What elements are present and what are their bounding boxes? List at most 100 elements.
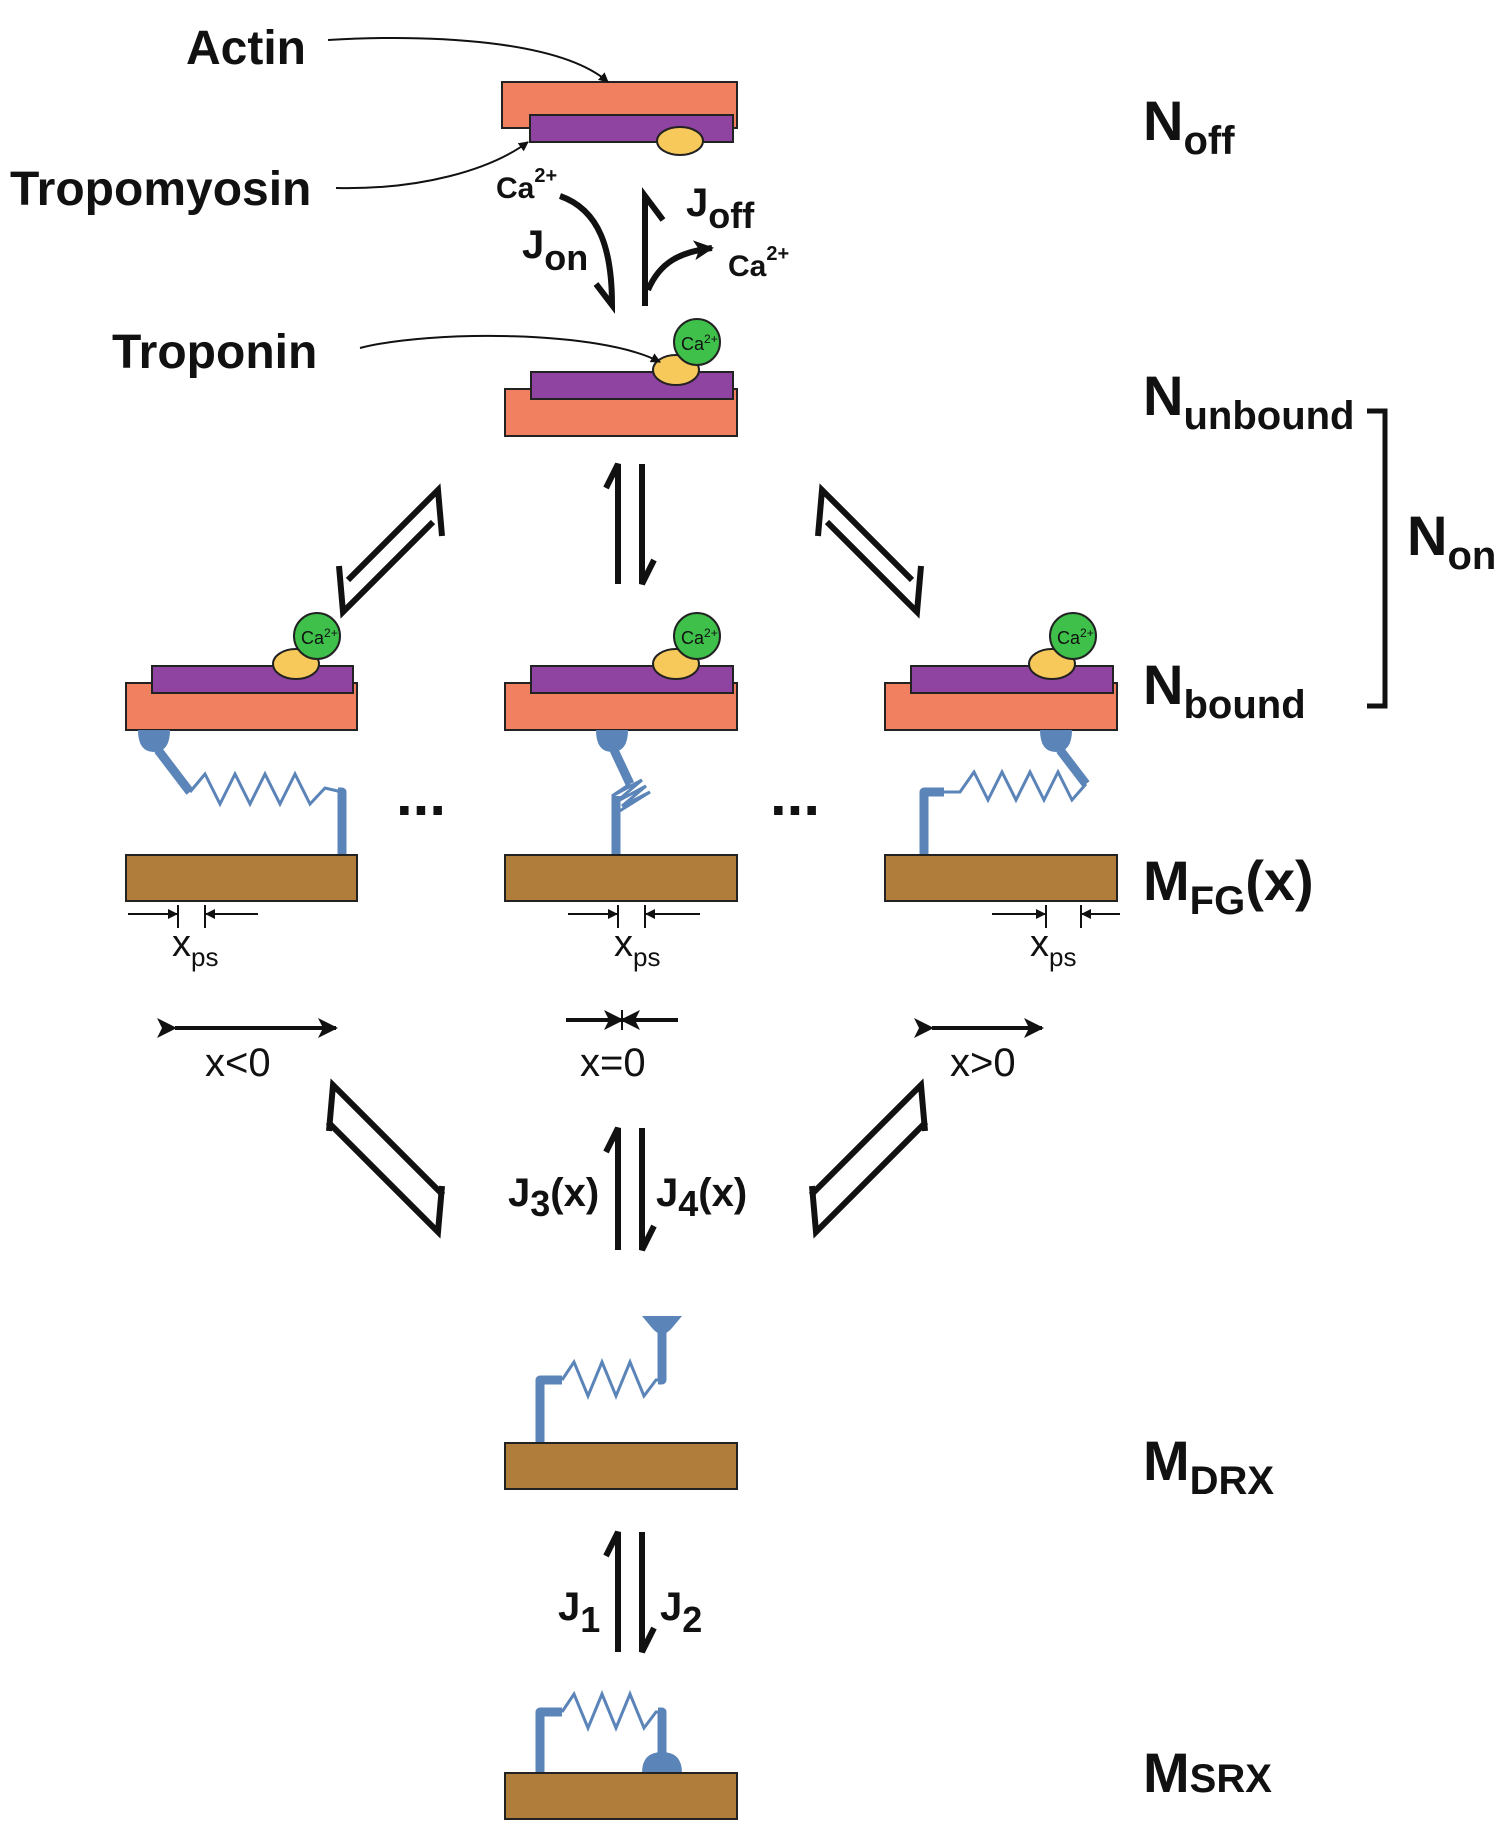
troponin-pointer-arrow [359,334,661,363]
j3-sub: 3 [530,1183,550,1224]
j2-sub: 2 [682,1599,702,1640]
calcium-ion-charge: 2+ [704,626,718,640]
j4-label: J4(x) [656,1171,747,1224]
myosin-spring [938,768,1088,804]
j3-suffix: (x) [550,1171,599,1215]
n-unbound-sub: unbound [1183,394,1354,438]
j3-label: J3(x) [508,1171,599,1224]
actin-pointer-arrow [327,37,609,83]
thick-filament [125,854,358,902]
srx-equilibrium [603,1530,657,1654]
m-srx-main: M [1143,1741,1190,1804]
myosin-spring [560,1690,662,1732]
m-fg-sub: FG [1190,879,1246,923]
j-on-arrow [558,193,616,314]
n-bound-main: N [1143,653,1183,716]
m-drx-main: M [1143,1429,1190,1492]
troponin-marker [656,126,704,156]
thick-filament [504,854,738,902]
bound-crossbridge-zero: Ca2+ xps [504,612,738,972]
displacement-negative-label: x<0 [205,1041,271,1085]
ca-bind-charge: 2+ [534,165,557,187]
n-unbound-main: N [1143,364,1183,427]
j-on-sub: on [544,237,588,278]
xps-label: xps [1030,923,1076,972]
thick-filament [884,854,1118,902]
xps-label: xps [172,923,218,972]
j1-sub: 1 [580,1599,600,1640]
ellipsis-left: ... [396,761,446,828]
myosin-rod [535,1707,562,1773]
calcium-ion [293,612,341,660]
n-off-thin-filament [501,81,738,156]
m-drx-sub: DRX [1190,1459,1275,1503]
n-on-bracket [1367,408,1388,709]
thick-filament [504,1772,738,1820]
binding-equilibrium-right [815,483,924,619]
n-unbound-thin-filament: Ca2+ [504,318,738,437]
n-unbound-label: Nunbound [1143,364,1355,438]
j4-sub: 4 [678,1183,698,1224]
attach-equilibrium-left [325,1078,446,1239]
myosin-head [1040,730,1072,752]
myosin-lever-arm [1056,747,1090,787]
m-srx-sub: SRX [1190,1757,1273,1801]
myosin-head [596,730,628,752]
myosin-head [642,1752,682,1773]
xps-main: x [172,923,191,965]
j4-main: J [656,1171,678,1215]
m-fg-main: M [1143,849,1190,912]
displacement-zero: x=0 [566,1010,678,1085]
j-off-main: J [686,181,708,225]
displacement-negative: x<0 [157,1018,338,1085]
n-on-label: Non [1407,504,1496,578]
n-off-main: N [1143,89,1183,152]
tropomyosin-strand [910,665,1114,694]
xps-sub: ps [633,942,660,972]
calcium-ion-text: Ca [1057,628,1081,648]
calcium-ion [1049,612,1097,660]
m-srx-label: MSRX [1143,1741,1272,1804]
n-off-label: Noff [1143,89,1235,163]
xps-sub: ps [191,942,218,972]
calcium-binding-equilibrium [558,187,714,314]
bound-crossbridge-positive: Ca2+ xps [884,612,1120,972]
myosin-spring [560,1358,662,1400]
displacement-positive: x>0 [914,1018,1044,1085]
myosin-head [138,730,170,752]
j3-main: J [508,1171,530,1215]
calcium-ion-label: Ca2+ [1057,626,1094,648]
calcium-ion-label: Ca2+ [301,626,338,648]
displacement-positive-label: x>0 [950,1041,1016,1085]
myosin-rod [337,787,347,854]
calcium-ion-label: Ca2+ [681,626,718,648]
tropomyosin-label: Tropomyosin [10,163,311,216]
j-on-main: J [522,223,544,267]
ca-release-charge: 2+ [766,243,789,265]
j-off-sub: off [708,195,755,236]
calcium-ion-charge: 2+ [324,626,338,640]
calcium-ion-text: Ca [301,628,325,648]
myosin-rod [919,787,944,854]
j-off-label: Joff [686,181,755,236]
xps-sub: ps [1049,942,1076,972]
myosin-head [642,1316,682,1334]
myosin-lever-arm [657,1707,667,1756]
calcium-ion [673,612,721,660]
calcium-ion [673,318,721,366]
myosin-lever-arm [657,1332,667,1385]
ca-release-label: Ca2+ [728,243,789,283]
n-bound-sub: bound [1183,683,1305,727]
n-off-sub: off [1183,119,1235,163]
calcium-ion-text: Ca [681,628,705,648]
binding-equilibrium-center [603,462,657,586]
j4-suffix: (x) [698,1171,747,1215]
displacement-zero-label: x=0 [580,1041,646,1085]
xps-main: x [614,923,633,965]
thick-filament [504,1442,738,1490]
j2-label: J2 [660,1585,702,1640]
tropomyosin-strand [530,665,734,694]
myosin-spring [611,778,651,814]
xps-label: xps [614,923,660,972]
tropomyosin-strand [151,665,354,694]
